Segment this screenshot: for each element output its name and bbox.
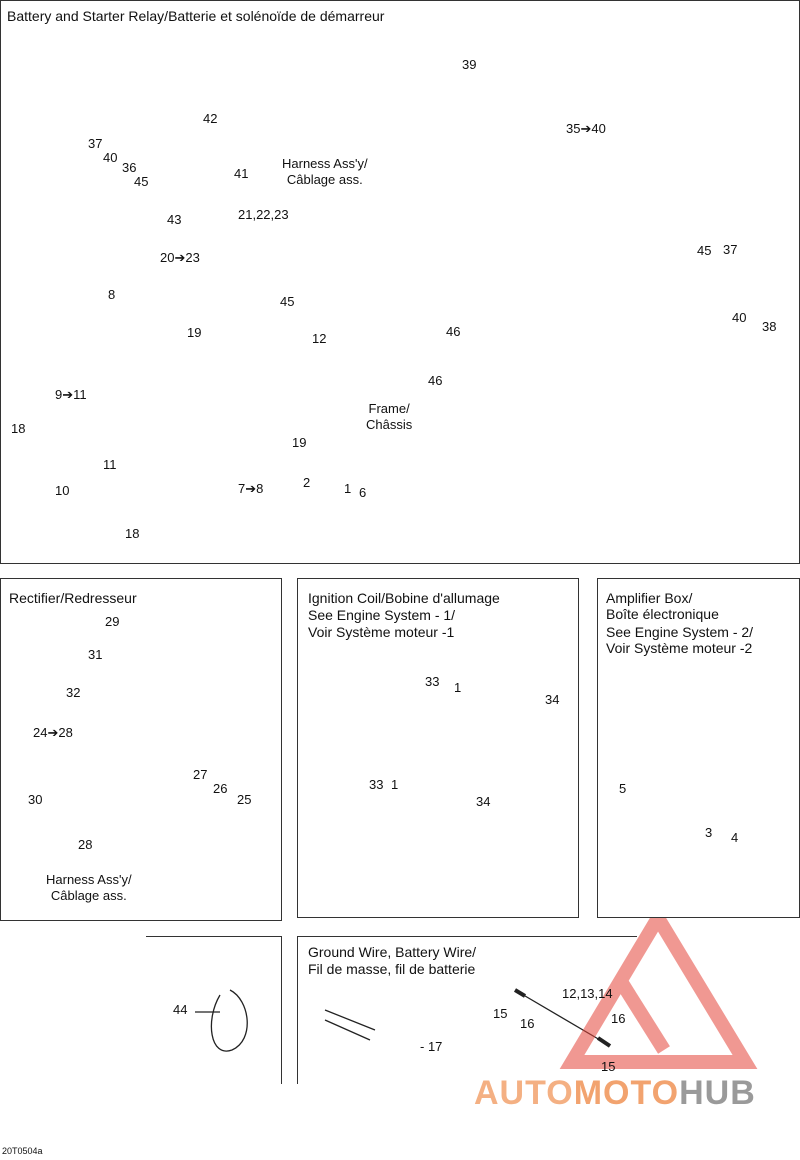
label-1: 1 xyxy=(344,481,352,496)
label-9-11: 9➔11 xyxy=(55,387,87,402)
panel-ground-wire-left xyxy=(297,936,298,1084)
label-32: 32 xyxy=(66,685,81,700)
label-29: 29 xyxy=(105,614,120,629)
label-5: 5 xyxy=(619,781,627,796)
label-41: 41 xyxy=(234,166,249,181)
label-25: 25 xyxy=(237,792,252,807)
divider-cable-tie-v xyxy=(281,936,282,1084)
label-40: 40 xyxy=(103,150,118,165)
watermark-part3: HUB xyxy=(679,1074,756,1112)
crimp-tool xyxy=(324,1009,376,1041)
panel-title-rectifier: Rectifier/Redresseur xyxy=(9,590,137,606)
label-46: 46 xyxy=(446,324,461,339)
label-12: 12 xyxy=(312,331,327,346)
panel-title-ignition-3: Voir Système moteur -1 xyxy=(308,624,455,640)
panel-battery-starter-relay xyxy=(0,0,800,564)
label-43: 43 xyxy=(167,212,182,227)
label-38: 38 xyxy=(762,319,777,334)
label-45c: 45 xyxy=(697,243,712,258)
panel-title-ignition-2: See Engine System - 1/ xyxy=(308,607,456,623)
label-33: 33 xyxy=(425,674,440,689)
label-1-ign: 1 xyxy=(454,680,462,695)
panel-title-amplifier-1: Amplifier Box/ xyxy=(606,590,693,606)
panel-title-amplifier-3: See Engine System - 2/ xyxy=(606,624,754,640)
label-24-28: 24➔28 xyxy=(33,725,73,740)
label-36: 36 xyxy=(122,160,137,175)
label-34: 34 xyxy=(545,692,560,707)
panel-title-amplifier-2: Boîte électronique xyxy=(606,606,719,622)
label-37b: 37 xyxy=(723,242,738,257)
label-18: 18 xyxy=(11,421,26,436)
label-18b: 18 xyxy=(125,526,140,541)
label-42: 42 xyxy=(203,111,218,126)
label-20-23: 20➔23 xyxy=(160,250,200,265)
panel-title-battery: Battery and Starter Relay/Batterie et so… xyxy=(7,8,385,24)
callout-frame-line2: Châssis xyxy=(366,417,413,432)
label-31: 31 xyxy=(88,647,103,662)
label-30: 30 xyxy=(28,792,43,807)
label-4: 4 xyxy=(731,830,739,845)
label-6: 6 xyxy=(359,485,367,500)
callout-harness-top: Harness Ass'y/ Câblage ass. xyxy=(282,156,368,188)
label-19: 19 xyxy=(187,325,202,340)
label-40b: 40 xyxy=(732,310,747,325)
watermark-part1: AUTO xyxy=(474,1074,574,1112)
callout-harness-rect-line1: Harness Ass'y/ xyxy=(46,872,132,887)
label-12-13-14: 12,13,14 xyxy=(562,986,613,1001)
panel-ground-wire xyxy=(297,936,637,937)
label-1b-ign: 1 xyxy=(391,777,399,792)
divider-cable-tie xyxy=(146,936,282,937)
panel-ignition-coil xyxy=(297,578,579,918)
callout-harness-rect: Harness Ass'y/ Câblage ass. xyxy=(46,872,132,904)
figure-code: 20T0504a xyxy=(2,1146,43,1156)
label-35-40: 35➔40 xyxy=(566,121,606,136)
callout-harness-rect-line2: Câblage ass. xyxy=(50,888,127,903)
callout-harness-top-line1: Harness Ass'y/ xyxy=(282,156,368,171)
panel-rectifier xyxy=(0,578,282,921)
callout-frame-line1: Frame/ xyxy=(368,401,410,416)
label-45: 45 xyxy=(134,174,149,189)
label-16: 16 xyxy=(520,1016,535,1031)
panel-title-ground-2: Fil de masse, fil de batterie xyxy=(308,961,476,977)
label-17: - 17 xyxy=(420,1039,443,1054)
label-2: 2 xyxy=(303,475,311,490)
label-7-8: 7➔8 xyxy=(238,481,264,496)
watermark-part2: MOTO xyxy=(573,1074,680,1112)
label-33b: 33 xyxy=(369,777,384,792)
label-45b: 45 xyxy=(280,294,295,309)
label-15: 15 xyxy=(493,1006,508,1021)
watermark-triangle xyxy=(559,904,758,1069)
cable-tie xyxy=(210,989,248,1052)
label-44: 44 xyxy=(173,1002,188,1017)
label-37: 37 xyxy=(88,136,103,151)
label-21-22-23: 21,22,23 xyxy=(238,207,289,222)
label-16b: 16 xyxy=(611,1011,626,1026)
panel-title-ground-1: Ground Wire, Battery Wire/ xyxy=(308,944,477,960)
callout-frame: Frame/ Châssis xyxy=(366,401,412,433)
label-10: 10 xyxy=(55,483,70,498)
panel-title-ignition-1: Ignition Coil/Bobine d'allumage xyxy=(308,590,500,606)
label-28: 28 xyxy=(78,837,93,852)
label-39: 39 xyxy=(462,57,477,72)
label-15b: 15 xyxy=(601,1059,616,1074)
callout-harness-top-line2: Câblage ass. xyxy=(286,172,363,187)
label-11: 11 xyxy=(103,457,117,472)
label-19b: 19 xyxy=(292,435,307,450)
panel-title-amplifier-4: Voir Système moteur -2 xyxy=(606,640,753,656)
label-26: 26 xyxy=(213,781,228,796)
label-8: 8 xyxy=(108,287,116,302)
label-46b: 46 xyxy=(428,373,443,388)
watermark-wordmark: AUTOMOTOHUB xyxy=(474,1074,756,1113)
panel-amplifier-box xyxy=(597,578,800,918)
label-3: 3 xyxy=(705,825,713,840)
label-27: 27 xyxy=(193,767,208,782)
label-34b: 34 xyxy=(476,794,491,809)
